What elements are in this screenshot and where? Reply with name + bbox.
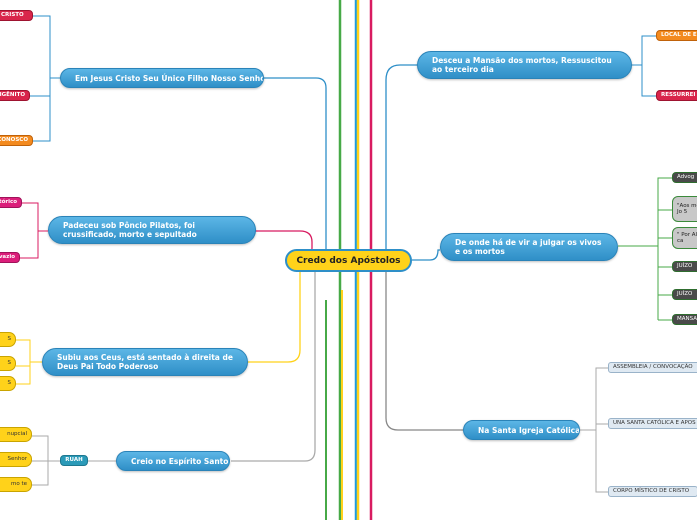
topic-label: Em Jesus Cristo Seu Único Filho Nosso Se… — [75, 73, 264, 83]
subtopic-ruah[interactable]: RUAH — [60, 455, 88, 466]
subtopic-label: ASSEMBLEIA / CONVOCAÇÃO — [613, 364, 693, 370]
subtopic-label: RUAH — [65, 457, 83, 463]
topic-padeceu[interactable]: Padeceu sob Pôncio Pilatos, foi crussifi… — [48, 216, 256, 244]
subtopic-label: UNA SANTA CATÓLICA E APOS — [613, 420, 696, 426]
topic-label: Padeceu sob Pôncio Pilatos, foi crussifi… — [63, 221, 197, 239]
topic-jesus-cristo[interactable]: Em Jesus Cristo Seu Único Filho Nosso Se… — [60, 68, 264, 88]
subtopic-label: Advog — [677, 174, 695, 180]
topic-label: De onde há de vir a julgar os vivos e os… — [455, 238, 602, 256]
topic-label: Desceu a Mansão dos mortos, Ressuscitou … — [432, 56, 612, 74]
subtopic-unigenito[interactable]: UNIGÊNITO — [0, 90, 30, 101]
subtopic-label: "Aos me Jo 5 — [677, 202, 697, 216]
topic-espirito-santo[interactable]: Creio no Espírito Santo — [116, 451, 230, 471]
topic-label: Creio no Espírito Santo — [131, 456, 229, 466]
subtopic-mansa[interactable]: MANSA — [672, 314, 697, 325]
subtopic-label: " Por Al ca — [677, 231, 697, 245]
subtopic-label: JUÍZO — [677, 263, 693, 269]
subtopic-label: CORPO MÍSTICO DE CRISTO — [613, 488, 690, 494]
subtopic-una-santa[interactable]: UNA SANTA CATÓLICA E APOS — [608, 418, 697, 429]
subtopic-label: MANSA — [677, 316, 697, 322]
subtopic-quote2[interactable]: " Por Al ca — [672, 227, 697, 249]
subtopic-label: mo te — [10, 481, 27, 487]
subtopic-juizo2[interactable]: JUÍZO — [672, 289, 697, 300]
topic-igreja[interactable]: Na Santa Igreja Católica — [463, 420, 580, 440]
topic-julgar[interactable]: De onde há de vir a julgar os vivos e os… — [440, 233, 618, 261]
subtopic-historico[interactable]: histórico — [0, 197, 22, 208]
topic-desceu[interactable]: Desceu a Mansão dos mortos, Ressuscitou … — [417, 51, 632, 79]
subtopic-vazio[interactable]: vazio — [0, 252, 20, 263]
subtopic-label: Senhor — [7, 456, 27, 462]
topic-subiu[interactable]: Subiu aos Ceus, está sentado à direita d… — [42, 348, 248, 376]
subtopic-quote1[interactable]: "Aos me Jo 5 — [672, 196, 697, 222]
subtopic-advog[interactable]: Advog — [672, 172, 697, 183]
subtopic-corpo-mistico[interactable]: CORPO MÍSTICO DE CRISTO — [608, 486, 697, 497]
subtopic-s3[interactable]: S — [0, 376, 16, 391]
subtopic-local[interactable]: LOCAL DE E — [656, 30, 697, 41]
subtopic-te[interactable]: mo te — [0, 477, 32, 492]
subtopic-s2[interactable]: S — [0, 356, 16, 371]
subtopic-label: CONOSCO — [0, 137, 28, 143]
subtopic-label: nupcial — [7, 431, 27, 437]
subtopic-label: LOCAL DE E — [661, 32, 697, 38]
subtopic-conosco[interactable]: CONOSCO — [0, 135, 33, 146]
subtopic-juizo1[interactable]: JUÍZO — [672, 261, 697, 272]
subtopic-s1[interactable]: S — [0, 332, 16, 347]
subtopic-label: S — [7, 360, 12, 366]
topic-label: Subiu aos Ceus, está sentado à direita d… — [57, 353, 233, 371]
subtopic-label: S — [7, 336, 12, 342]
subtopic-label: UNIGÊNITO — [0, 92, 25, 98]
central-topic[interactable]: Credo dos Apóstolos — [285, 249, 412, 272]
subtopic-senhor[interactable]: Senhor — [0, 452, 32, 467]
subtopic-nupcial[interactable]: nupcial — [0, 427, 32, 442]
subtopic-ressurreicao[interactable]: RESSURREI — [656, 90, 697, 101]
subtopic-cristo[interactable]: CRISTO — [0, 10, 33, 21]
subtopic-assembleia[interactable]: ASSEMBLEIA / CONVOCAÇÃO — [608, 362, 697, 373]
subtopic-label: CRISTO — [1, 12, 24, 18]
subtopic-label: JUÍZO — [677, 291, 693, 297]
topic-label: Na Santa Igreja Católica — [478, 425, 580, 435]
subtopic-label: histórico — [0, 199, 17, 205]
subtopic-label: S — [7, 380, 12, 386]
subtopic-label: RESSURREI — [661, 92, 696, 98]
subtopic-label: vazio — [0, 254, 15, 260]
